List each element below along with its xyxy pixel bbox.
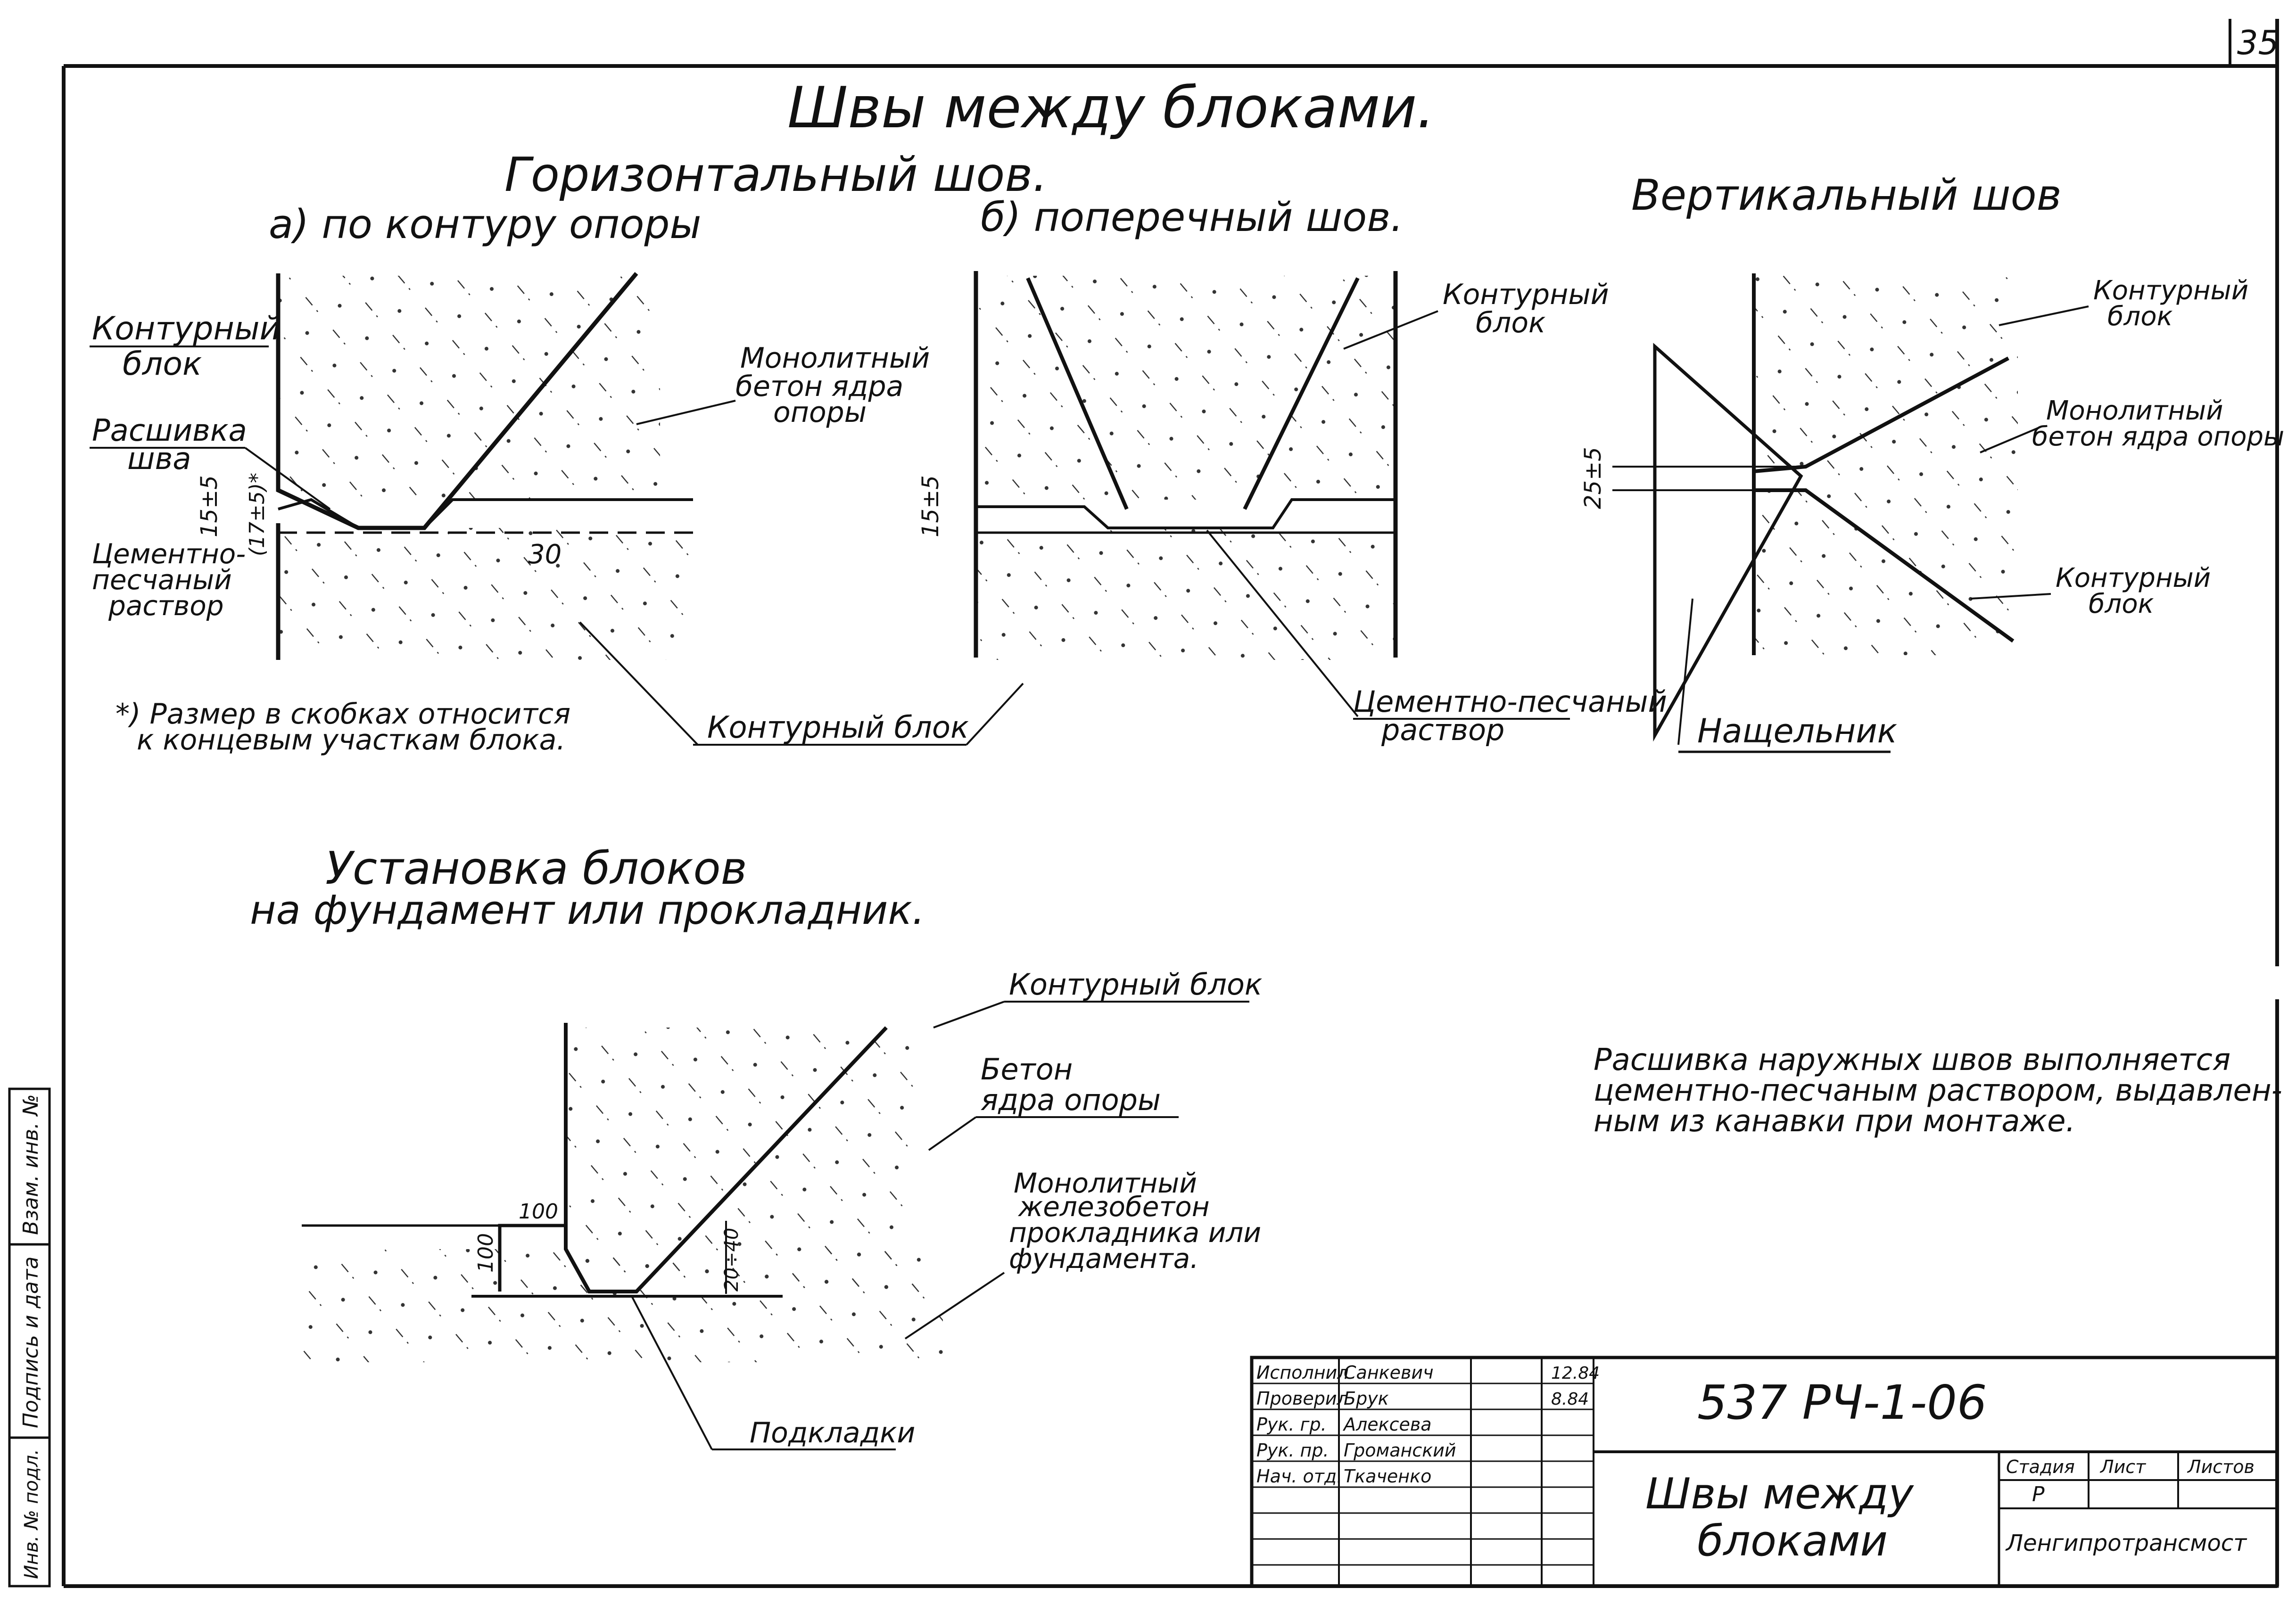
vertical-joint-labels: Контурный блок Монолитный бетон ядра опо… [1580,275,2284,753]
main-title: Швы между блоками. [787,75,1435,141]
install-title-1: Установка блоков [325,843,747,895]
label-monolith-core-2: бетон ядра [735,370,903,403]
subtitle-transverse: б) поперечный шов. [981,194,1403,241]
label-install-mono-2: железобетон [1017,1191,1210,1223]
stamp-replace-inv: Взам. инв. № [19,1094,43,1235]
horizontal-joint-title: Горизонтальный шов. [504,147,1048,202]
role-checked: Проверил [1256,1388,1348,1409]
label-contour-block: Контурный [92,310,281,347]
label-joint-finish: Расшивка [92,413,247,448]
label-contour-bottom: Контурный [2056,563,2211,593]
label-monolith-v: Монолитный [2046,395,2223,426]
side-stamp: Взам. инв. № Подпись и дата Инв. № подл. [8,1087,51,1588]
label-install-mono-3: прокладника или [1009,1217,1261,1249]
name-dept-head: Ткаченко [1344,1466,1431,1487]
note-line-2: цементно-песчаным раствором, выдавлен- [1594,1073,2282,1108]
detail-b-section [974,271,1398,660]
label-install-contour: Контурный блок [1009,967,1263,1002]
label-mortar-3: раствор [108,590,224,622]
joint-finish-note: Расшивка наружных швов выполняется цемен… [1594,1043,2282,1139]
note-line-3: ным из канавки при монтаже. [1594,1104,2075,1139]
title-block [1250,1356,2279,1588]
install-labels: Контурный блок Бетон ядра опоры Монолитн… [474,967,1263,1450]
footnote-line-2: к концевым участкам блока. [137,724,565,757]
name-checked: Брук [1344,1388,1389,1409]
label-monolith-core: Монолитный [740,342,930,375]
vertical-joint-title: Вертикальный шов [1631,171,2062,220]
label-install-core: Бетон [981,1052,1073,1086]
dim-100-v: 100 [474,1233,498,1273]
detail-a-section [276,272,693,660]
label-contour-block-bottom: Контурный блок [707,710,969,745]
dim-30: 30 [528,539,562,570]
label-batten: Нащельник [1697,712,1897,750]
role-project-lead: Рук. пр. [1256,1440,1329,1461]
stage-value: Р [2032,1482,2045,1506]
label-contour-top-2: блок [2107,301,2173,332]
organization: Ленгипротрансмост [2005,1530,2247,1556]
date-1: 12.84 [1551,1364,1600,1383]
dim-100-h: 100 [519,1200,558,1224]
label-contour-block-2: блок [123,346,202,383]
dim-25: 25±5 [1580,447,1606,509]
sheet-title-2: блоками [1697,1516,1888,1566]
label-contour-block-b-2: блок [1476,306,1545,339]
document-code: 537 РЧ-1-06 [1697,1375,1987,1430]
role-performed: Исполнил [1256,1362,1349,1383]
vertical-joint-section [1653,273,2018,742]
stamp-original-inv: Инв. № подл. [21,1449,42,1579]
label-mortar: Цементно- [92,538,246,570]
title-block-text: Исполнил Проверил Рук. гр. Рук. пр. Нач.… [1256,1362,2255,1566]
sheet-frame [62,19,2279,1588]
name-project-lead: Громанский [1344,1440,1456,1461]
label-contour-bottom-2: блок [2089,589,2154,619]
stamp-signature-date: Подпись и дата [19,1257,43,1428]
install-section [302,1023,943,1362]
label-mortar-2: песчаный [92,564,232,596]
label-monolith-v-2: бетон ядра опоры [2032,421,2284,452]
label-contour-top: Контурный [2093,275,2248,306]
detail-b-labels: Контурный блок 15±5 Цементно-песчаный ра… [917,278,1667,747]
label-install-mono-4: фундамента. [1009,1242,1199,1275]
dim-15-b: 15±5 [917,475,944,537]
date-2: 8.84 [1551,1390,1589,1409]
label-install-mono: Монолитный [1014,1167,1197,1199]
label-mortar-b: Цементно-песчаный [1353,684,1667,719]
name-performed: Санкевич [1344,1362,1434,1383]
sheets-header: Листов [2187,1456,2255,1477]
note-line-1: Расшивка наружных швов выполняется [1594,1043,2230,1078]
dim-17: (17±5)* [245,473,269,556]
role-group-lead: Рук. гр. [1256,1414,1327,1435]
name-group-lead: Алексева [1342,1414,1432,1435]
page-number: 35 [2237,24,2279,62]
sheet-header: Лист [2099,1456,2147,1477]
label-monolith-core-3: опоры [773,396,867,429]
dim-20-40: 20÷40 [721,1228,743,1292]
subtitle-contour: а) по контуру опоры [269,201,702,248]
detail-a-labels: Контурный блок Расшивка шва Цементно- пе… [90,310,1024,757]
label-pads: Подкладки [750,1416,915,1449]
role-dept-head: Нач. отд. [1256,1466,1342,1487]
label-mortar-b-2: раствор [1381,713,1504,747]
dim-15: 15±5 [196,475,223,537]
stage-header: Стадия [2006,1456,2075,1477]
label-contour-block-b: Контурный [1443,278,1609,311]
sheet-title-1: Швы между [1645,1469,1915,1519]
footnote-line-1: *) Размер в скобках относится [116,698,570,731]
install-title-2: на фундамент или прокладник. [250,887,925,934]
label-install-core-2: ядра опоры [981,1083,1161,1117]
